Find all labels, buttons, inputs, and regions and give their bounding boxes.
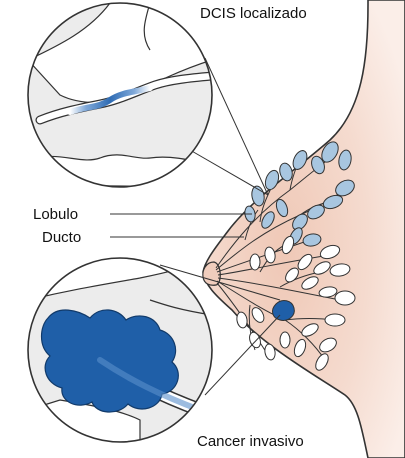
invasive-cancer-inset [28,258,212,442]
dcis-label: DCIS localizado [198,5,309,23]
duct-label: Ducto [42,229,81,247]
breast-silhouette [203,0,405,458]
lobule-label: Lobulo [33,206,78,224]
invasive-cancer-label: Cancer invasivo [195,433,306,451]
dcis-inset [28,3,212,187]
